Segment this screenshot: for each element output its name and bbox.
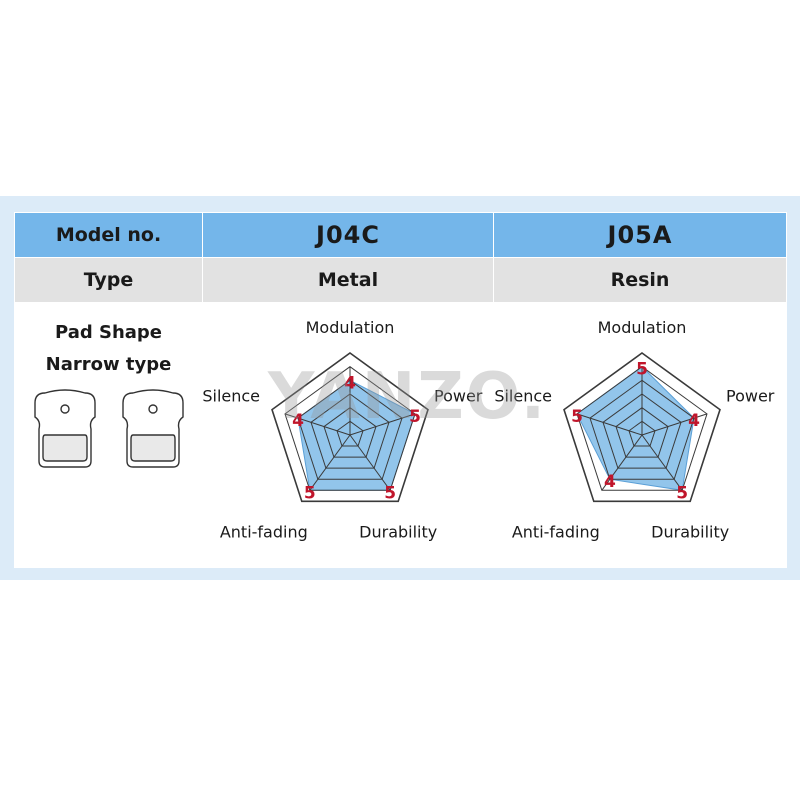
type-value-j05a: Resin [493, 257, 787, 303]
narrow-type-label: Narrow type [45, 354, 172, 375]
radar-spoke [349, 434, 391, 491]
type-header-label: Type [14, 257, 203, 303]
radar-axis-label: Power [434, 387, 483, 406]
radar-axis-label: Durability [359, 522, 437, 541]
radar-axis-label: Silence [203, 387, 260, 406]
radar-axis-label: Anti-fading [220, 522, 308, 541]
brake-pad-right-icon [122, 389, 184, 468]
radar-spoke [641, 434, 683, 491]
radar-axis-label: Modulation [598, 318, 687, 337]
model-row: Model no. J04C J05A [14, 212, 787, 258]
radar-axis-label: Durability [651, 522, 729, 541]
pad-shape-label: Pad Shape [54, 322, 163, 343]
radar-spoke [576, 413, 643, 436]
model-header-label: Model no. [14, 212, 203, 258]
radar-spoke [309, 434, 351, 491]
radar-grid-ring [615, 407, 669, 458]
radar-axis-label: Anti-fading [512, 522, 600, 541]
radar-value-label: 5 [409, 407, 421, 427]
radar-grid-ring [297, 379, 403, 480]
radar-value-label: 4 [688, 411, 700, 431]
radar-grid-ring [284, 366, 416, 491]
radar-grid-ring [310, 393, 390, 469]
radar-axis-label: Modulation [306, 318, 395, 337]
model-name-j04c: J04C [202, 212, 494, 258]
radar-value-label: 5 [304, 483, 316, 503]
radar-grid-ring [323, 407, 377, 458]
type-value-j04c: Metal [202, 257, 494, 303]
radar-value-label: 4 [292, 411, 304, 431]
radar-value-label: 4 [604, 472, 616, 492]
radar-grid-ring [336, 420, 364, 447]
radar-spoke [641, 413, 708, 436]
spec-table: Model no. J04C J05A Type Metal Resin Pad… [14, 212, 787, 568]
type-row: Type Metal Resin [14, 257, 787, 303]
pad-shape-illustration [34, 389, 184, 468]
radar-grid-ring [628, 420, 656, 447]
radar-axis-label: Power [726, 387, 775, 406]
radar-value-label: 5 [384, 483, 396, 503]
radar-axis-label: Silence [494, 387, 552, 406]
radar-grid-ring [589, 379, 695, 480]
radar-value-label: 5 [676, 483, 688, 503]
radar-value-label: 5 [636, 360, 648, 380]
brake-pad-left-icon [34, 389, 96, 468]
model-name-j05a: J05A [493, 212, 787, 258]
radar-value-label: 5 [571, 407, 583, 427]
radar-spoke [349, 413, 416, 436]
radar-grid-ring [602, 393, 682, 469]
radar-grid-ring [576, 366, 708, 491]
pad-shape-cell: Pad Shape Narrow type [14, 302, 203, 568]
radar-value-label: 4 [344, 373, 356, 393]
radar-spoke [601, 434, 643, 491]
radar-spoke [284, 413, 351, 436]
